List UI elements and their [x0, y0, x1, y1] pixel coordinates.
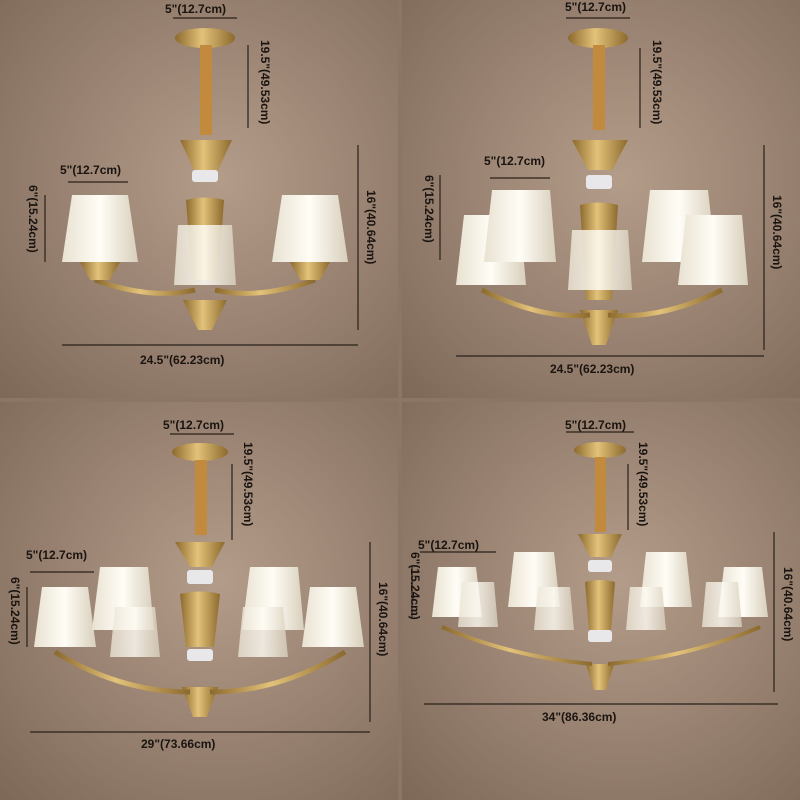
chain-dimension: 19.5"(49.53cm): [636, 442, 650, 527]
height-dimension: 16"(40.64cm): [376, 582, 390, 657]
chandelier-body: [94, 28, 316, 330]
chandelier-panel-3-light: 5"(12.7cm) 19.5"(49.53cm) 5"(12.7cm) 6"(…: [0, 0, 398, 398]
glass-shades: [432, 552, 768, 630]
chandelier-drawing: [439, 17, 765, 357]
shade-width-dimension: 5"(12.7cm): [26, 548, 88, 562]
height-dimension: 16"(40.64cm): [364, 190, 378, 265]
glass-shades: [34, 567, 364, 657]
chandelier-drawing: [411, 431, 778, 705]
chain-dimension: 19.5"(49.53cm): [241, 442, 255, 527]
chandelier-panel-8-light: 5"(12.7cm) 19.5"(49.53cm) 5"(12.7cm) 6"(…: [402, 402, 800, 800]
height-dimension: 16"(40.64cm): [770, 195, 784, 270]
height-dimension: 16"(40.64cm): [781, 567, 795, 642]
canopy-dimension: 5"(12.7cm): [565, 418, 627, 432]
dimension-lines: [26, 433, 371, 733]
canopy-dimension: 5"(12.7cm): [163, 418, 225, 432]
width-dimension: 34"(86.36cm): [542, 710, 617, 724]
glass-shades: [62, 195, 348, 285]
dimension-lines: [439, 17, 765, 357]
glass-shades: [456, 190, 748, 290]
canopy-dimension: 5"(12.7cm): [565, 0, 627, 14]
chandelier-body: [441, 442, 761, 690]
chandelier-drawing: [44, 17, 359, 346]
chandelier-panel-6-light: 5"(12.7cm) 19.5"(49.53cm) 5"(12.7cm) 6"(…: [0, 402, 398, 800]
shade-width-dimension: 5"(12.7cm): [484, 154, 546, 168]
dimension-lines: [411, 431, 778, 705]
shade-width-dimension: 5"(12.7cm): [60, 163, 122, 177]
canopy-dimension: 5"(12.7cm): [165, 2, 227, 16]
shade-height-dimension: 6"(15.24cm): [26, 185, 40, 253]
width-dimension: 24.5"(62.23cm): [140, 353, 225, 367]
shade-height-dimension: 6"(15.24cm): [8, 577, 22, 645]
width-dimension: 29"(73.66cm): [141, 737, 216, 751]
dimension-lines: [44, 17, 359, 346]
chandelier-body: [480, 28, 724, 345]
width-dimension: 24.5"(62.23cm): [550, 362, 635, 376]
shade-width-dimension: 5"(12.7cm): [418, 538, 480, 552]
chain-dimension: 19.5"(49.53cm): [650, 40, 664, 125]
shade-height-dimension: 6"(15.24cm): [422, 175, 436, 243]
chain-dimension: 19.5"(49.53cm): [258, 40, 272, 125]
chandelier-panel-5-light: 5"(12.7cm) 19.5"(49.53cm) 5"(12.7cm) 6"(…: [402, 0, 800, 398]
chandelier-drawing: [26, 433, 371, 733]
chandelier-body: [53, 443, 347, 717]
shade-height-dimension: 6"(15.24cm): [408, 552, 422, 620]
